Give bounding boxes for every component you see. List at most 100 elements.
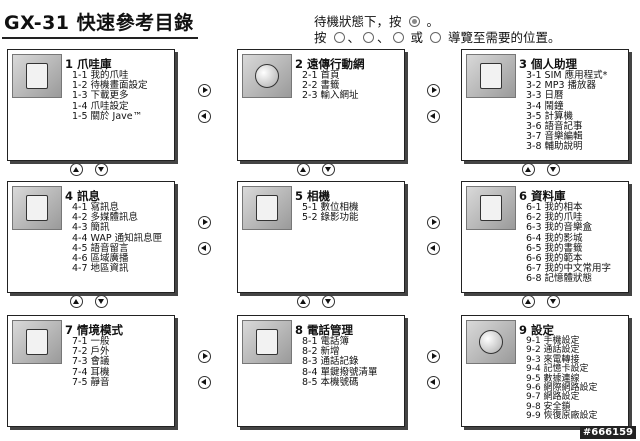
nav-right-icon[interactable] [427,216,440,229]
list-item[interactable]: 6-3 我的音樂盒 [526,222,593,234]
menu-box-organizer[interactable]: 3 個人助理 3-1 SIM 應用程式* 3-2 MP3 播放器 3-3 日曆 … [461,49,629,161]
list-item[interactable]: 9-4 記憶卡設定 [526,364,589,375]
list-item[interactable]: 6-4 我的影城 [526,232,583,244]
nav-left-icon[interactable] [427,110,440,123]
nav-down-icon[interactable] [95,295,108,308]
instruction-text: 導覽至需要的位置。 [448,30,561,45]
nav-up-icon[interactable] [297,295,310,308]
list-item[interactable]: 9-1 手機設定 [526,336,580,346]
nav-left-icon[interactable] [427,242,440,255]
camera-icon [242,186,292,230]
nav-right-icon[interactable] [198,84,211,97]
menu-box-phonebook[interactable]: 8 電話管理 8-1 電話簿 8-2 新增 8-3 通話記錄 8-4 單鍵撥號清… [237,315,405,427]
menu-list: 6-1 我的相本 6-2 我的爪哇 6-3 我的音樂盒 6-4 我的影城 6-5… [526,202,612,285]
list-item[interactable]: 9-9 恢復原廠設定 [526,411,598,422]
nav-left-icon[interactable] [198,242,211,255]
list-item[interactable]: 3-3 日曆 [526,90,564,102]
nav-down-icon[interactable] [322,295,335,308]
nav-up-icon[interactable] [297,163,310,176]
list-item[interactable]: 9-6 網際網路設定 [526,383,598,394]
nav-left-icon[interactable] [427,376,440,389]
list-item[interactable]: 1-5 關於 Jave™ [72,110,143,122]
menu-box-java[interactable]: 1 爪哇庫 1-1 我的爪哇 1-2 待機畫面設定 1-3 下載更多 1-4 爪… [7,49,175,161]
instruction-line-2: 按 、、 或 導覽至需要的位置。 [314,27,561,46]
list-item[interactable]: 3-2 MP3 播放器 [526,80,597,92]
list-item[interactable]: 4-2 多媒體訊息 [72,212,139,224]
list-item[interactable]: 3-4 鬧鐘 [526,100,564,112]
menu-box-camera[interactable]: 5 相機 5-1 數位相機 5-2 錄影功能 [237,181,405,293]
menu-heading: 4 訊息 [65,189,101,203]
list-item[interactable]: 3-1 SIM 應用程式* [526,70,608,81]
list-item[interactable]: 5-2 錄影功能 [302,212,359,224]
list-item[interactable]: 9-5 數據連線 [526,373,580,384]
list-item[interactable]: 7-5 靜音 [72,376,110,388]
profile-icon [12,320,62,364]
list-item[interactable]: 6-1 我的相本 [526,202,583,213]
list-item[interactable]: 8-4 單鍵撥號清單 [302,366,378,378]
list-item[interactable]: 6-5 我的書籤 [526,242,583,254]
list-item[interactable]: 3-7 音樂編輯 [526,131,583,143]
menu-box-messages[interactable]: 4 訊息 4-1 寫訊息 4-2 多媒體訊息 4-3 簡訊 4-4 WAP 通知… [7,181,175,293]
list-item[interactable]: 1-4 爪哇設定 [72,100,129,112]
list-item[interactable]: 4-4 WAP 通知訊息匣 [72,232,163,244]
nav-up-icon[interactable] [70,295,83,308]
nav-right-icon[interactable] [198,216,211,229]
list-item[interactable]: 7-4 耳機 [72,366,110,378]
menu-box-profiles[interactable]: 7 情境模式 7-1 一般 7-2 戶外 7-3 會議 7-4 耳機 7-5 靜… [7,315,175,427]
list-item[interactable]: 9-2 通話設定 [526,345,580,356]
list-item[interactable]: 4-6 區域廣播 [72,253,129,265]
menu-list: 8-1 電話簿 8-2 新增 8-3 通話記錄 8-4 單鍵撥號清單 8-5 本… [302,336,378,388]
menu-list: 5-1 數位相機 5-2 錄影功能 [302,202,359,224]
list-item[interactable]: 2-1 首頁 [302,70,340,81]
menu-box-media[interactable]: 6 資料庫 6-1 我的相本 6-2 我的爪哇 6-3 我的音樂盒 6-4 我的… [461,181,629,293]
list-item[interactable]: 6-6 我的範本 [526,253,583,265]
list-item[interactable]: 4-1 寫訊息 [72,202,120,213]
nav-left-icon[interactable] [198,376,211,389]
nav-right-icon[interactable] [427,350,440,363]
list-item[interactable]: 3-5 計算機 [526,110,574,122]
nav-down-icon[interactable] [322,163,335,176]
list-item[interactable]: 9-7 網路設定 [526,392,580,403]
nav-up-icon[interactable] [522,295,535,308]
instruction-text: 、 [377,30,390,45]
list-item[interactable]: 1-3 下載更多 [72,90,129,102]
list-item[interactable]: 1-1 我的爪哇 [72,70,129,81]
nav-right-icon[interactable] [427,84,440,97]
list-item[interactable]: 4-7 地區資訊 [72,263,129,275]
list-item[interactable]: 8-1 電話簿 [302,336,350,347]
title-underline [2,37,198,39]
nav-down-icon[interactable] [547,163,560,176]
instruction-text: 、 [347,30,361,45]
list-item[interactable]: 5-1 數位相機 [302,202,359,213]
list-item[interactable]: 9-3 來電轉接 [526,354,580,365]
nav-up-icon[interactable] [70,163,83,176]
list-item[interactable]: 8-5 本機號碼 [302,376,359,388]
nav-up-icon[interactable] [522,163,535,176]
list-item[interactable]: 8-2 新增 [302,346,340,358]
list-item[interactable]: 7-1 一般 [72,336,110,347]
list-item[interactable]: 2-2 書籤 [302,80,340,92]
menu-list: 1-1 我的爪哇 1-2 待機畫面設定 1-3 下載更多 1-4 爪哇設定 1-… [72,70,148,122]
list-item[interactable]: 1-2 待機畫面設定 [72,80,148,92]
nav-left-icon[interactable] [198,110,211,123]
menu-box-settings[interactable]: 9 設定 9-1 手機設定 9-2 通話設定 9-3 來電轉接 9-4 記憶卡設… [461,315,629,427]
phonebook-icon [242,320,292,364]
list-item[interactable]: 7-2 戶外 [72,346,110,358]
list-item[interactable]: 9-8 安全鎖 [526,401,571,412]
menu-box-web[interactable]: 2 遠傳行動網 2-1 首頁 2-2 書籤 2-3 輸入網址 [237,49,405,161]
nav-down-icon[interactable] [547,295,560,308]
list-item[interactable]: 4-5 語音留言 [72,242,129,254]
organizer-icon [466,54,516,98]
list-item[interactable]: 6-7 我的中文常用字 [526,263,612,275]
nav-right-icon[interactable] [198,350,211,363]
nav-down-icon[interactable] [95,163,108,176]
list-item[interactable]: 8-3 通話記錄 [302,356,359,368]
list-item[interactable]: 2-3 輸入網址 [302,90,359,102]
list-item[interactable]: 7-3 會議 [72,356,110,368]
list-item[interactable]: 3-8 輔助說明 [526,141,583,153]
list-item[interactable]: 6-8 記憶體狀態 [526,273,593,285]
list-item[interactable]: 6-2 我的爪哇 [526,212,583,224]
list-item[interactable]: 4-3 簡訊 [72,222,110,234]
list-item[interactable]: 3-6 語音記事 [526,121,583,133]
down-key-icon [363,32,375,43]
